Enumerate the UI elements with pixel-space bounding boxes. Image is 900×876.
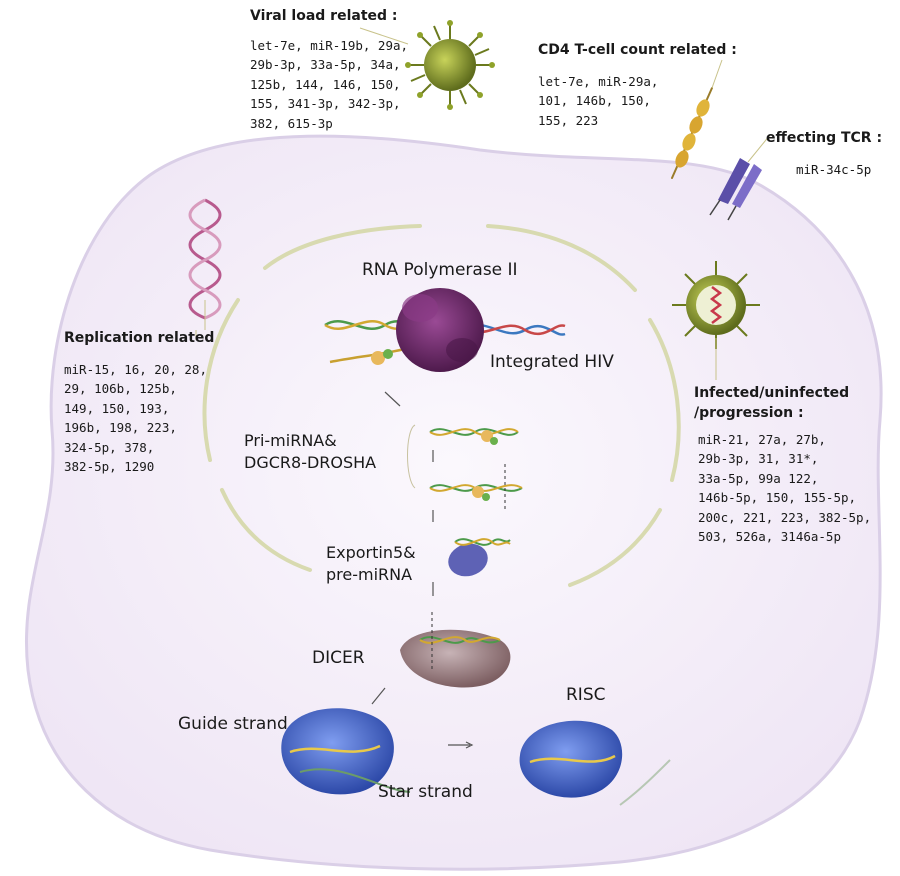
infected-title: Infected/uninfected /progression : [694, 385, 850, 422]
tcr-list: miR-34c-5p [796, 162, 872, 177]
rna-polymerase-ii [396, 288, 484, 372]
replication-list: miR-15, 16, 20, 28, 29, 106b, 125b, 149,… [64, 362, 207, 474]
virus-infected [672, 261, 760, 349]
drosha-cleavage [429, 464, 523, 512]
replication-helix [188, 198, 222, 320]
tcr-title: effecting TCR : [766, 130, 883, 146]
cd4-title: CD4 T-cell count related : [538, 42, 737, 58]
integrated-hiv-label: Integrated HIV [490, 352, 614, 372]
cell-membrane [24, 134, 883, 871]
dicer-enzyme [400, 612, 511, 688]
exportin5 [448, 538, 511, 577]
star-strand-label: Star strand [378, 782, 473, 802]
infected-list: miR-21, 27a, 27b, 29b-3p, 31, 31*, 33a-5… [698, 432, 872, 544]
tcr-receptor [709, 158, 762, 221]
pri-mirna-hairpin [429, 428, 519, 445]
cd4-list: let-7e, miR-29a, 101, 146b, 150, 155, 22… [538, 74, 659, 128]
pri-mirna-label: Pri-miRNA& DGCR8-DROSHA [244, 431, 377, 472]
guide-strand-label: Guide strand [178, 714, 288, 734]
cd4-receptor [671, 87, 713, 179]
nucleus-outline [202, 224, 681, 587]
replication-title: Replication related [64, 330, 215, 346]
viral-load-list: let-7e, miR-19b, 29a, 29b-3p, 33a-5p, 34… [250, 38, 409, 131]
leader-lines [195, 27, 771, 380]
risc-complex [519, 720, 671, 806]
viral-load-title: Viral load related : [250, 8, 398, 24]
rna-polymerase-label: RNA Polymerase II [362, 260, 518, 280]
risc-label: RISC [566, 685, 606, 705]
risc-loading [281, 708, 411, 795]
flow-arrows [371, 391, 474, 749]
dicer-label: DICER [312, 648, 365, 668]
exportin-label: Exportin5& pre-miRNA [326, 543, 416, 584]
virus-viral-load [405, 20, 495, 110]
